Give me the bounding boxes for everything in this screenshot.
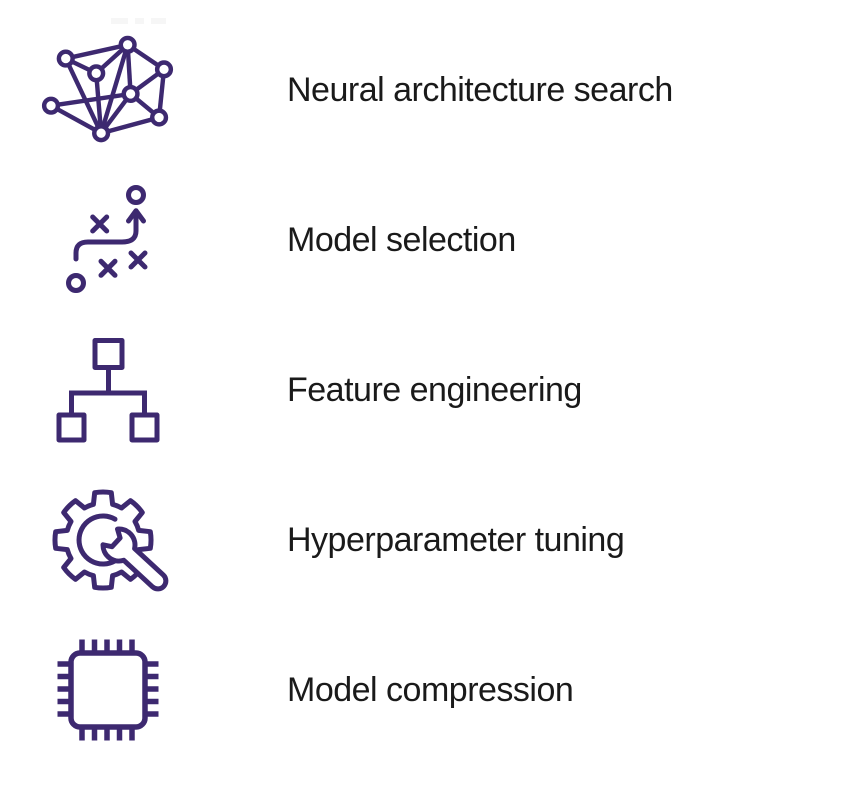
list-item: Neural architecture search — [0, 15, 848, 165]
hierarchy-icon — [56, 337, 160, 442]
neural-network-icon — [0, 34, 216, 146]
list-item: Hyperparameter tuning — [0, 465, 848, 615]
item-label: Neural architecture search — [287, 70, 673, 109]
item-label: Hyperparameter tuning — [287, 520, 625, 559]
chip-icon — [0, 637, 216, 743]
item-label: Model compression — [287, 670, 574, 709]
item-label: Model selection — [287, 220, 516, 259]
chip-icon — [57, 639, 159, 741]
strategy-path-icon — [66, 185, 148, 293]
item-label: Feature engineering — [287, 370, 582, 409]
gear-wrench-icon — [0, 488, 216, 593]
gear-wrench-icon — [52, 488, 169, 591]
neural-network-icon — [41, 35, 174, 143]
list-item: Model compression — [0, 615, 848, 765]
crop-artifact — [111, 18, 166, 24]
list-item: Feature engineering — [0, 315, 848, 465]
hierarchy-icon — [0, 337, 216, 443]
strategy-path-icon — [0, 185, 216, 295]
list-item: Model selection — [0, 165, 848, 315]
